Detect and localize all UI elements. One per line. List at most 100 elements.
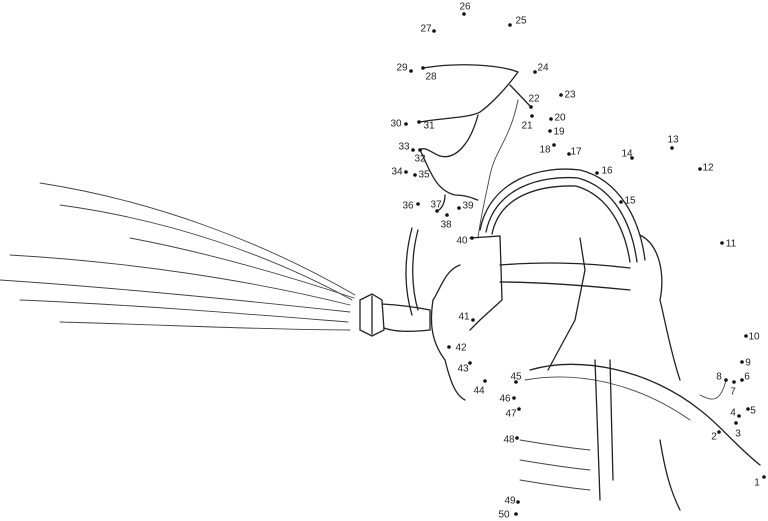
dot-label: 1 (754, 478, 760, 489)
dot-27 (432, 29, 436, 33)
dot-label: 41 (458, 312, 470, 323)
dot-label: 6 (744, 372, 750, 383)
dot-30 (404, 122, 408, 126)
dot-11 (720, 241, 724, 245)
dot-43 (468, 361, 472, 365)
dot-37 (435, 209, 439, 213)
dot-label: 44 (473, 386, 485, 397)
dot-48 (515, 436, 519, 440)
dot-3 (734, 421, 738, 425)
dot-15 (619, 200, 623, 204)
dot-25 (508, 23, 512, 27)
dot-label: 40 (456, 236, 468, 247)
dot-2 (717, 430, 721, 434)
dot-label: 27 (420, 24, 432, 35)
dot-label: 47 (505, 409, 517, 420)
dot-label: 26 (459, 2, 471, 13)
dot-label: 23 (564, 90, 576, 101)
dot-label: 39 (462, 201, 474, 212)
dot-46 (512, 396, 516, 400)
dot-26 (462, 12, 466, 16)
dot-label: 25 (515, 16, 527, 27)
dot-28 (421, 66, 425, 70)
dot-label: 20 (554, 113, 566, 124)
dot-45 (514, 380, 518, 384)
dot-14 (630, 156, 634, 160)
dot-29 (409, 69, 413, 73)
water-spray (0, 182, 356, 331)
dot-40 (470, 236, 474, 240)
dot-17 (567, 152, 571, 156)
dot-49 (516, 500, 520, 504)
dot-label: 30 (390, 119, 402, 130)
dot-label: 31 (423, 121, 435, 132)
dot-label: 38 (440, 220, 452, 231)
dot-label: 35 (418, 170, 430, 181)
dot-label: 10 (748, 332, 760, 343)
dot-31 (417, 120, 421, 124)
dot-label: 28 (425, 72, 437, 83)
dot-label: 34 (391, 167, 403, 178)
dot-34 (404, 170, 408, 174)
dot-39 (457, 206, 461, 210)
dot-label: 13 (667, 135, 679, 146)
dot-label: 15 (624, 196, 636, 207)
dot-label: 37 (430, 200, 442, 211)
dot-label: 50 (498, 510, 510, 521)
dot-38 (445, 213, 449, 217)
dot-19 (548, 129, 552, 133)
dot-label: 49 (504, 496, 516, 507)
dot-label: 9 (745, 358, 751, 369)
body (405, 168, 761, 511)
dot-label: 36 (402, 201, 414, 212)
dot-label: 24 (537, 63, 549, 74)
dot-21 (530, 114, 534, 118)
dot-label: 46 (499, 394, 511, 405)
dot-label: 5 (750, 406, 756, 417)
dot-label: 12 (702, 163, 714, 174)
dot-label: 7 (730, 387, 736, 398)
dot-label: 48 (503, 435, 515, 446)
dot-label: 19 (553, 127, 565, 138)
dot-50 (514, 512, 518, 516)
dot-1 (762, 475, 766, 479)
nozzle (359, 293, 431, 337)
dot-47 (517, 407, 521, 411)
dot-label: 17 (570, 147, 582, 158)
dot-42 (447, 345, 451, 349)
dot-label: 14 (621, 149, 633, 160)
dot-18 (552, 143, 556, 147)
dot-20 (549, 117, 553, 121)
dot-label: 43 (457, 364, 469, 375)
dot-label: 2 (711, 432, 717, 443)
dot-32 (418, 148, 422, 152)
dot-label: 3 (735, 429, 741, 440)
dot-23 (559, 93, 563, 97)
dot-7 (732, 380, 736, 384)
dot-13 (670, 146, 674, 150)
dot-label: 16 (601, 166, 613, 177)
dot-44 (483, 379, 487, 383)
dot-10 (744, 334, 748, 338)
dot-5 (746, 407, 750, 411)
dot-label: 22 (528, 94, 540, 105)
dot-33 (411, 148, 415, 152)
dot-4 (737, 414, 741, 418)
dot-label: 4 (730, 408, 736, 419)
dot-label: 29 (396, 63, 408, 74)
dot-35 (413, 173, 417, 177)
dot-6 (740, 378, 744, 382)
dot-36 (416, 202, 420, 206)
dot-22 (529, 105, 533, 109)
dot-12 (698, 167, 702, 171)
dot-8 (724, 378, 728, 382)
dot-label: 42 (455, 343, 467, 354)
dot-41 (471, 318, 475, 322)
dot-16 (595, 171, 599, 175)
dot-label: 18 (539, 145, 551, 156)
dot-label: 8 (716, 372, 722, 383)
dot-label: 33 (398, 142, 410, 153)
